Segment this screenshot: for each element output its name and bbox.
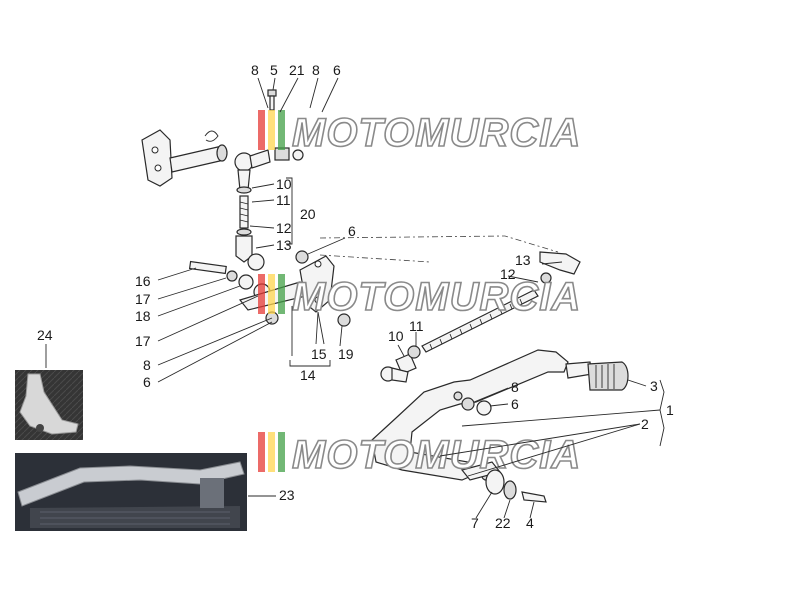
svg-text:MOTOMURCIA: MOTOMURCIA (292, 111, 581, 155)
callout-13b: 13 (515, 252, 531, 268)
callout-12b: 12 (500, 266, 516, 282)
callout-6d: 6 (511, 396, 519, 412)
callout-22: 22 (495, 515, 511, 531)
watermark-logo-2: MOTOMURCIA (258, 274, 581, 320)
callout-11b: 11 (409, 318, 424, 334)
watermark-logo-3: MOTOMURCIA (258, 432, 581, 478)
callout-1: 1 (666, 402, 674, 418)
callout-6a: 6 (333, 62, 341, 78)
gear-lever (371, 349, 569, 481)
callout-19: 19 (338, 346, 354, 362)
callout-20: 20 (300, 206, 316, 222)
callout-7: 7 (471, 515, 479, 531)
upper-ball-joint (234, 147, 304, 191)
callout-17b: 17 (135, 333, 151, 349)
callout-5: 5 (270, 62, 278, 78)
svg-text:MOTOMURCIA: MOTOMURCIA (292, 433, 581, 477)
callout-2: 2 (641, 416, 649, 432)
watermark-logo-1: MOTOMURCIA (258, 110, 581, 156)
right-ball-joint (539, 251, 581, 284)
lower-ball-joint (235, 235, 265, 271)
callout-8d: 8 (511, 379, 519, 395)
adjusting-rod (236, 186, 252, 236)
callout-11a: 11 (276, 192, 291, 208)
callout-8a: 8 (251, 62, 259, 78)
callout-10b: 10 (388, 328, 404, 344)
long-threaded-rod (421, 289, 539, 353)
callout-3: 3 (650, 378, 658, 394)
callout-8c: 8 (143, 357, 151, 373)
gear-selector-shaft (141, 129, 228, 187)
callout-24: 24 (37, 327, 53, 343)
callout-16: 16 (135, 273, 151, 289)
callout-23: 23 (279, 487, 295, 503)
callout-6c: 6 (143, 374, 151, 390)
photo-inset-23 (15, 453, 247, 531)
callout-13a: 13 (276, 237, 292, 253)
upper-bolt (267, 89, 277, 111)
foot-peg-rubber (565, 361, 629, 391)
callout-6b: 6 (348, 223, 356, 239)
svg-text:MOTOMURCIA: MOTOMURCIA (292, 275, 581, 319)
callout-17a: 17 (135, 291, 151, 307)
callout-10a: 10 (276, 176, 292, 192)
photo-inset-24 (15, 370, 83, 440)
callout-14: 14 (300, 367, 316, 383)
lever-washers-nuts (461, 397, 547, 503)
callout-8b: 8 (312, 62, 320, 78)
left-rod-end (380, 345, 421, 383)
callout-12a: 12 (276, 220, 292, 236)
callout-21: 21 (289, 62, 305, 78)
callout-4: 4 (526, 515, 534, 531)
callout-18: 18 (135, 308, 151, 324)
callout-labels: 8 5 21 8 6 10 11 20 12 13 6 16 17 18 17 … (37, 62, 674, 531)
leader-lines (45, 77, 665, 519)
callout-15: 15 (311, 346, 327, 362)
